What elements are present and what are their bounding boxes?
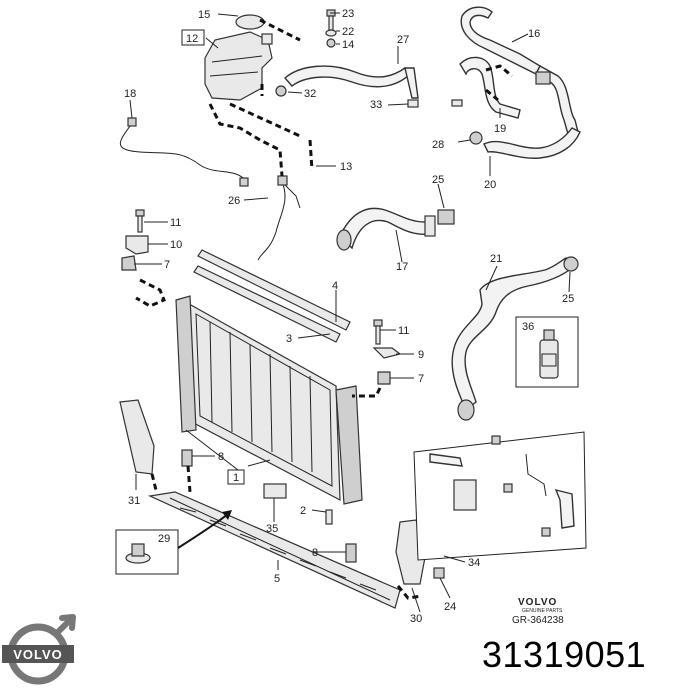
callout-15: 15 <box>198 9 210 21</box>
bracket-10 <box>125 235 149 255</box>
callout-20: 20 <box>484 179 496 191</box>
callout-4: 4 <box>332 280 338 292</box>
washer-22 <box>325 29 337 37</box>
hose-16 <box>460 6 579 135</box>
callout-24: 24 <box>444 601 456 613</box>
callout-33: 33 <box>370 99 382 111</box>
callout-23: 23 <box>342 8 354 20</box>
ref-brand: VOLVO <box>518 597 558 608</box>
callout-3: 3 <box>286 333 292 345</box>
callout-32: 32 <box>304 88 316 100</box>
callout-26: 26 <box>228 195 240 207</box>
callout-11b: 11 <box>398 325 409 337</box>
hose-17 <box>336 207 455 251</box>
hose-20 <box>483 127 581 159</box>
callout-8a: 8 <box>218 451 224 463</box>
callout-7a: 7 <box>164 259 170 271</box>
callout-17: 17 <box>396 261 408 273</box>
callout-30: 30 <box>410 613 422 625</box>
hose-21 <box>451 256 579 421</box>
clip-28 <box>451 99 463 107</box>
callout-2: 2 <box>300 505 306 517</box>
seal-4 <box>197 249 351 331</box>
callout-7b: 7 <box>418 373 424 385</box>
drain-plug-2 <box>325 509 333 525</box>
callout-1-box <box>227 469 245 485</box>
callout-29: 29 <box>158 533 170 545</box>
nut-14 <box>326 38 336 48</box>
callout-14: 14 <box>342 39 354 51</box>
bolt-11b <box>373 319 383 345</box>
part-number: 31319051 <box>482 634 647 675</box>
tank-cap <box>235 14 265 30</box>
mount-8a <box>181 449 193 467</box>
clamp-28 <box>469 131 483 145</box>
callout-31: 31 <box>128 495 140 507</box>
ref-number: GR-364238 <box>512 615 564 626</box>
callout-12: 12 <box>186 33 198 45</box>
detail-box-29 <box>115 529 179 575</box>
bolt-11a <box>135 209 145 233</box>
callout-18: 18 <box>124 88 136 100</box>
mount-8b <box>345 543 357 563</box>
volvo-logo-icon: VOLVO <box>2 614 76 685</box>
bracket-9 <box>372 347 402 359</box>
sensor-wire-26 <box>257 175 301 261</box>
level-sensor-wire <box>119 117 249 187</box>
callout-labels: 15 12 23 22 14 27 32 33 18 13 26 16 19 2… <box>124 8 574 625</box>
logo-text: VOLVO <box>13 647 63 662</box>
rubber-mount-7b <box>377 371 391 385</box>
plug-33 <box>407 99 419 108</box>
callout-21: 21 <box>490 253 502 265</box>
clamp-25 <box>437 209 455 225</box>
radiator <box>175 295 363 505</box>
lower-shield-5 <box>147 491 401 609</box>
seal-3 <box>193 265 341 343</box>
rubber-mount-7a <box>121 255 137 271</box>
hose-19 <box>459 56 521 119</box>
callout-25b: 25 <box>562 293 574 305</box>
part-35 <box>263 483 287 499</box>
coolant-box <box>515 316 579 388</box>
callout-19: 19 <box>494 123 506 135</box>
callout-1: 1 <box>233 472 239 484</box>
callout-10: 10 <box>170 239 182 251</box>
callout-12-box <box>181 29 205 46</box>
callout-8b: 8 <box>312 547 318 559</box>
routing-dashes <box>135 18 513 600</box>
hose-27 <box>284 65 419 99</box>
callout-25a: 25 <box>432 174 444 186</box>
ref-subtitle: GENUINE PARTS <box>522 608 563 614</box>
bolt-24 <box>433 567 445 579</box>
detail-box-oil-cooler <box>413 431 587 561</box>
callout-13: 13 <box>340 161 352 173</box>
bracket-31 <box>119 399 155 475</box>
callout-34: 34 <box>468 557 480 569</box>
callout-35: 35 <box>266 523 278 535</box>
callout-9: 9 <box>418 349 424 361</box>
callout-5: 5 <box>274 573 280 585</box>
callout-16: 16 <box>528 28 540 40</box>
callout-28: 28 <box>432 139 444 151</box>
callout-11a: 11 <box>170 217 181 229</box>
clamp-25b <box>563 256 579 272</box>
callout-36: 36 <box>522 321 534 333</box>
callout-22: 22 <box>342 26 354 38</box>
callout-27: 27 <box>397 34 409 46</box>
expansion-tank <box>204 14 273 101</box>
clamp-32 <box>275 85 287 97</box>
